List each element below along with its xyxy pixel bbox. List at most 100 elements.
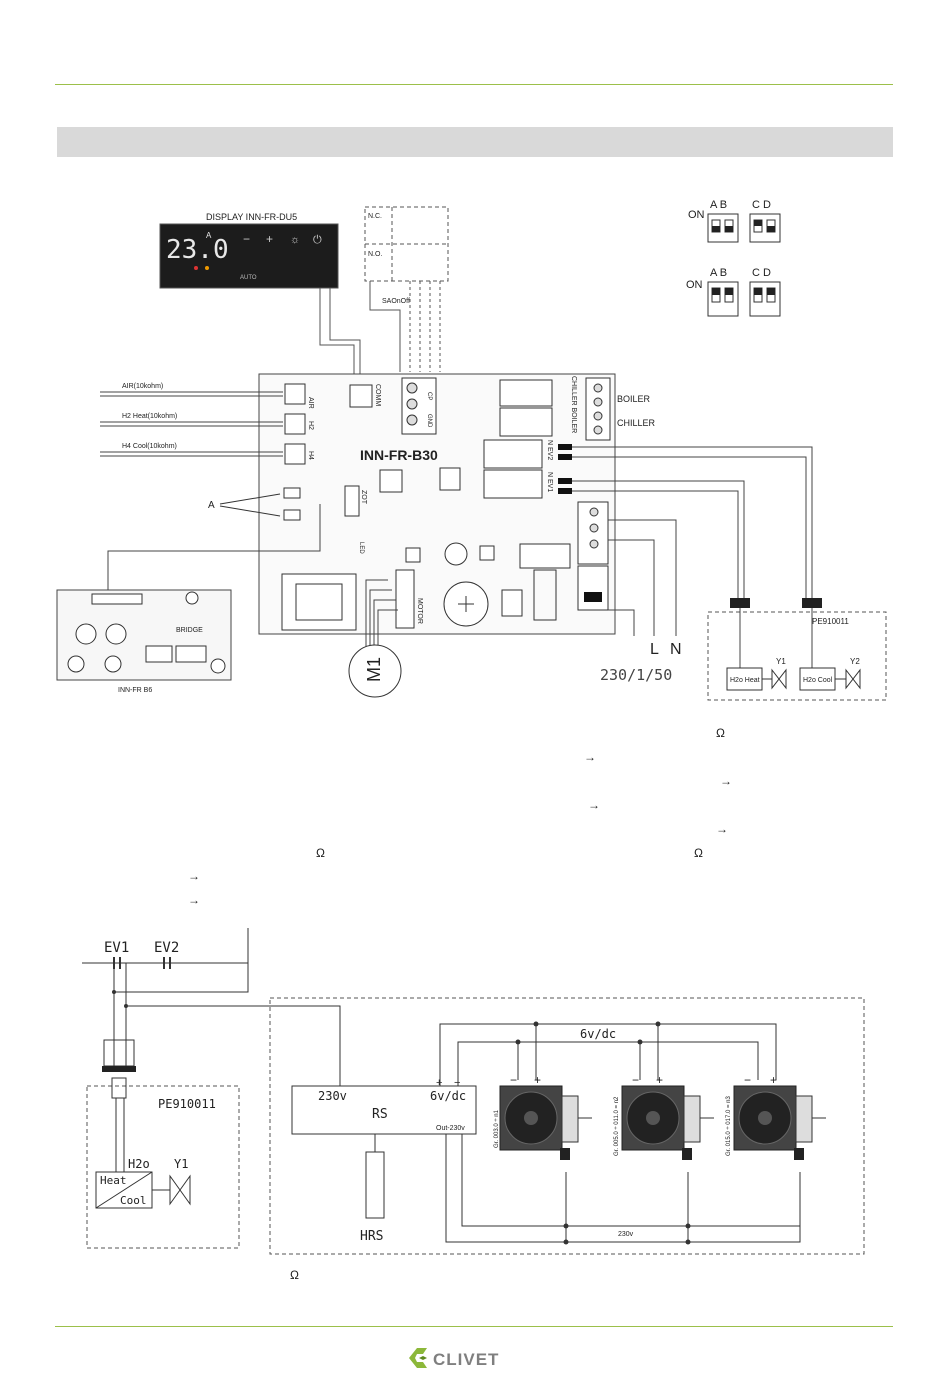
lower-ev1: EV1 [104, 940, 129, 956]
hrs-label: HRS [360, 1229, 383, 1244]
lower-wiring-diagram: EV1 EV2 PE910011 H2o Heat Cool Y1 230v R… [82, 928, 865, 1255]
port-ev2: N EV2 [546, 440, 553, 460]
logo-mark-icon [409, 1348, 427, 1368]
rs-name: RS [372, 1107, 388, 1122]
rs-230v: 230v [318, 1089, 347, 1103]
section-band [57, 127, 893, 157]
valve-y2-icon [845, 668, 861, 690]
fan-3-minus: − [744, 1073, 751, 1087]
valve-y2-label: Y2 [850, 657, 860, 666]
display-temp: 23.0 [166, 235, 229, 265]
valve-y1-icon [771, 668, 787, 690]
valve-y1-label: Y1 [776, 657, 786, 666]
label-a: A [208, 500, 215, 511]
lower-h2o: H2o [128, 1157, 150, 1171]
display-led-amber [205, 266, 209, 270]
omega-symbol-4: Ω [290, 1268, 299, 1282]
output-chiller: CHILLER [617, 418, 656, 428]
board-name: INN-FR-B30 [360, 447, 438, 463]
contact-no-label: N.O. [368, 251, 382, 258]
valve-heat-label: H2o Heat [730, 677, 760, 684]
port-h2: H2 [307, 421, 314, 430]
contact-saonoff-label: SAOnOff [382, 298, 410, 305]
sensor-heat-label: H2 Heat(10kohm) [122, 413, 177, 420]
port-h4: H4 [307, 451, 314, 460]
dip-on-label-1: ON [688, 209, 705, 221]
lower-cool: Cool [120, 1194, 147, 1207]
fan-3: − + Gr. 015.0 ÷ 017.0 = n3 [726, 1073, 826, 1160]
lower-y1: Y1 [174, 1157, 188, 1171]
b6-bridge: BRIDGE [176, 627, 203, 634]
hrs-sensor [365, 1151, 385, 1219]
sensor-wires [100, 391, 283, 457]
pe-label-lower: PE910011 [158, 1097, 216, 1111]
fan-1-minus: − [510, 1073, 517, 1087]
brand-name: CLIVET [433, 1350, 499, 1369]
port-air: AIR [307, 397, 314, 409]
display-unit-letter: A [206, 231, 212, 240]
port-gnd: GND [426, 414, 432, 428]
fan-1-plus: + [534, 1073, 541, 1087]
arrow-symbol-1: → [584, 750, 596, 764]
display-mode: AUTO [240, 275, 257, 281]
sensor-cool-label: H4 Cool(10kohm) [122, 443, 177, 450]
dip-on-label-2: ON [686, 279, 703, 291]
display-led-red [194, 266, 198, 270]
pe-box-lower [86, 1085, 240, 1249]
fan-1-label: Gr. 003.0 ÷ n1 [494, 1109, 500, 1148]
valve-cool-label: H2o Cool [803, 677, 833, 684]
dip-cd-label-2: C D [752, 267, 771, 279]
arrow-symbol-3: → [588, 798, 600, 812]
fan-control-box [269, 997, 865, 1255]
port-zot: ZOT [360, 490, 367, 505]
port-ev1: N EV1 [546, 472, 553, 492]
bus-230v-label: 230v [618, 1231, 634, 1238]
output-boiler: BOILER [617, 394, 651, 404]
port-chiller-boiler: CHILLER BOILER [570, 376, 577, 433]
contact-nc-label: N.C. [368, 213, 382, 220]
arrow-symbol-2: → [720, 774, 732, 788]
port-comm: COMM [374, 384, 381, 406]
display-sun-icon: ☼ [290, 234, 300, 246]
clivet-logo: CLIVET [409, 1348, 499, 1369]
rs-module [291, 1085, 477, 1135]
power-l: L [650, 641, 659, 658]
power-supply: 230/1/50 [600, 666, 672, 684]
display-minus-icon: − [243, 232, 250, 246]
dip-switch-diagram: ON A B C D ON A B C D [686, 199, 781, 317]
rs-out: Out-230v [436, 1125, 465, 1132]
port-cp: CP [426, 392, 432, 400]
top-rule [55, 84, 893, 85]
motor-m1 [348, 644, 402, 698]
motor-label: M1 [364, 657, 384, 682]
display-power-icon: ⏻ [313, 234, 322, 246]
dip-ab-label-2: A B [710, 267, 727, 279]
port-led: LED [358, 542, 364, 554]
rs-plus: + [436, 1077, 442, 1089]
port-motor: MOTOR [416, 598, 423, 624]
fan-2: − + Gr. 005.0 ÷ 011.0 = n2 [614, 1073, 714, 1160]
rs-6vdc: 6v/dc [430, 1089, 466, 1103]
fan-2-plus: + [656, 1073, 663, 1087]
dip-cd-label-1: C D [752, 199, 771, 211]
b6-name: INN-FR B6 [118, 687, 152, 694]
rs-minus: − [454, 1077, 460, 1089]
fan-2-label: Gr. 005.0 ÷ 011.0 = n2 [614, 1096, 620, 1156]
lower-ev2: EV2 [154, 940, 179, 956]
upper-wiring-diagram: DISPLAY INN-FR-DU5 23.0 A AUTO − + ☼ ⏻ N… [56, 199, 887, 701]
pe-label-upper: PE910011 [812, 617, 849, 626]
lower-valve-icon [169, 1174, 191, 1206]
omega-symbol-2: Ω [316, 846, 325, 860]
bottom-rule [55, 1326, 893, 1327]
omega-symbol-1: Ω [716, 726, 725, 740]
dip-ab-label-1: A B [710, 199, 727, 211]
arrow-symbol-5: → [188, 869, 200, 883]
sensor-air-label: AIR(10kohm) [122, 383, 163, 390]
bus-6vdc-label: 6v/dc [580, 1027, 616, 1041]
arrow-symbol-4: → [716, 822, 728, 836]
fan-3-plus: + [770, 1073, 777, 1087]
display-unit [159, 223, 339, 289]
ev-wires [572, 446, 813, 598]
lower-heat: Heat [100, 1174, 127, 1187]
display-plus-icon: + [266, 232, 273, 246]
